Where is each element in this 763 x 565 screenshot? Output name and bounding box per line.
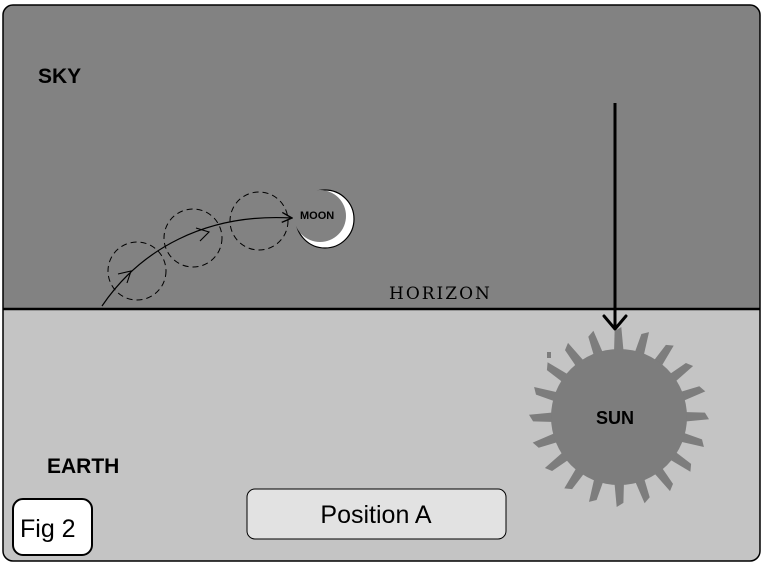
moon-label: MOON [300,210,334,222]
moon: MOON [294,189,355,249]
moon-disk [294,190,346,242]
figure-label-box [12,498,93,556]
moon-path-position [107,241,167,301]
diagram-frame [2,4,761,562]
sun-speck [547,352,551,358]
trajectory-arrow-mark [195,227,211,242]
figure-label: Fig 2 [20,515,76,543]
moon-path-position [163,208,223,268]
horizon-label: HORIZON [389,284,492,304]
trajectory-arrow-mark [117,270,132,284]
sun: SUN [529,327,709,507]
sky-region [3,5,760,309]
position-label-box [246,488,507,540]
sky-label: SKY [38,65,81,88]
earth-label: EARTH [47,455,119,478]
moon-trajectory-arc [101,218,292,307]
sun-label: SUN [596,408,634,428]
sun-arrow-head [602,314,628,331]
sun-disk [551,349,687,485]
position-label: Position A [320,501,432,529]
